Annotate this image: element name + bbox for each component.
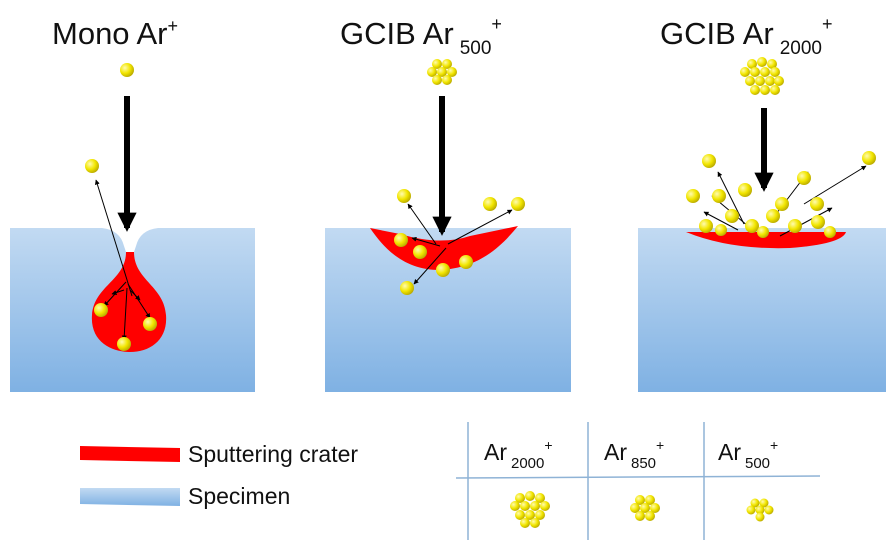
collision-cascade-1 [94, 179, 151, 341]
surface-atom [725, 209, 739, 223]
sputtered-atom [686, 189, 700, 203]
surface-atom [745, 219, 759, 233]
crater-atom [117, 337, 131, 351]
surface-atom [757, 226, 769, 238]
legend: Sputtering crater Specimen [80, 441, 358, 509]
legend-specimen-swatch [80, 488, 180, 506]
crater-atom [400, 281, 414, 295]
crater-atom [459, 255, 473, 269]
sputtered-atom [511, 197, 525, 211]
surface-atom [766, 209, 780, 223]
cluster-ar2000-icon [510, 491, 550, 528]
sputtered-atom [775, 197, 789, 211]
table-divider [455, 475, 821, 479]
incident-cluster-500 [427, 59, 457, 85]
ejection-arrows-2 [407, 203, 513, 285]
sputtered-atom [483, 197, 497, 211]
legend-crater-label: Sputtering crater [188, 441, 358, 467]
specimen-block-3 [638, 228, 886, 392]
sputtered-atom [738, 183, 752, 197]
panel-1-title: Mono Ar+ [52, 16, 178, 51]
crater-atom [94, 303, 108, 317]
surface-atom [824, 226, 836, 238]
sputtered-atom [810, 197, 824, 211]
sputtered-atom [797, 171, 811, 185]
cluster-ar500-icon [746, 498, 774, 522]
legend-crater-swatch [80, 446, 180, 462]
cluster-ar850-icon [630, 495, 660, 521]
crater-atom [436, 263, 450, 277]
legend-specimen-label: Specimen [188, 483, 290, 509]
surface-atom [699, 219, 713, 233]
incident-cluster-2000 [740, 57, 784, 95]
sputtered-atom [397, 189, 411, 203]
surface-atom [715, 224, 727, 236]
sputtered-atom [85, 159, 99, 173]
surface-atom [788, 219, 802, 233]
incident-ion [120, 63, 134, 77]
panel-mono-ar: Mono Ar+ [10, 16, 255, 392]
sputtered-atom [862, 151, 876, 165]
crater-atom [394, 233, 408, 247]
crater-atom [143, 317, 157, 331]
sputtering-crater-3 [686, 232, 846, 249]
surface-atom [811, 215, 825, 229]
sputtered-atom [712, 189, 726, 203]
crater-atom [413, 245, 427, 259]
sputtered-atom [702, 154, 716, 168]
